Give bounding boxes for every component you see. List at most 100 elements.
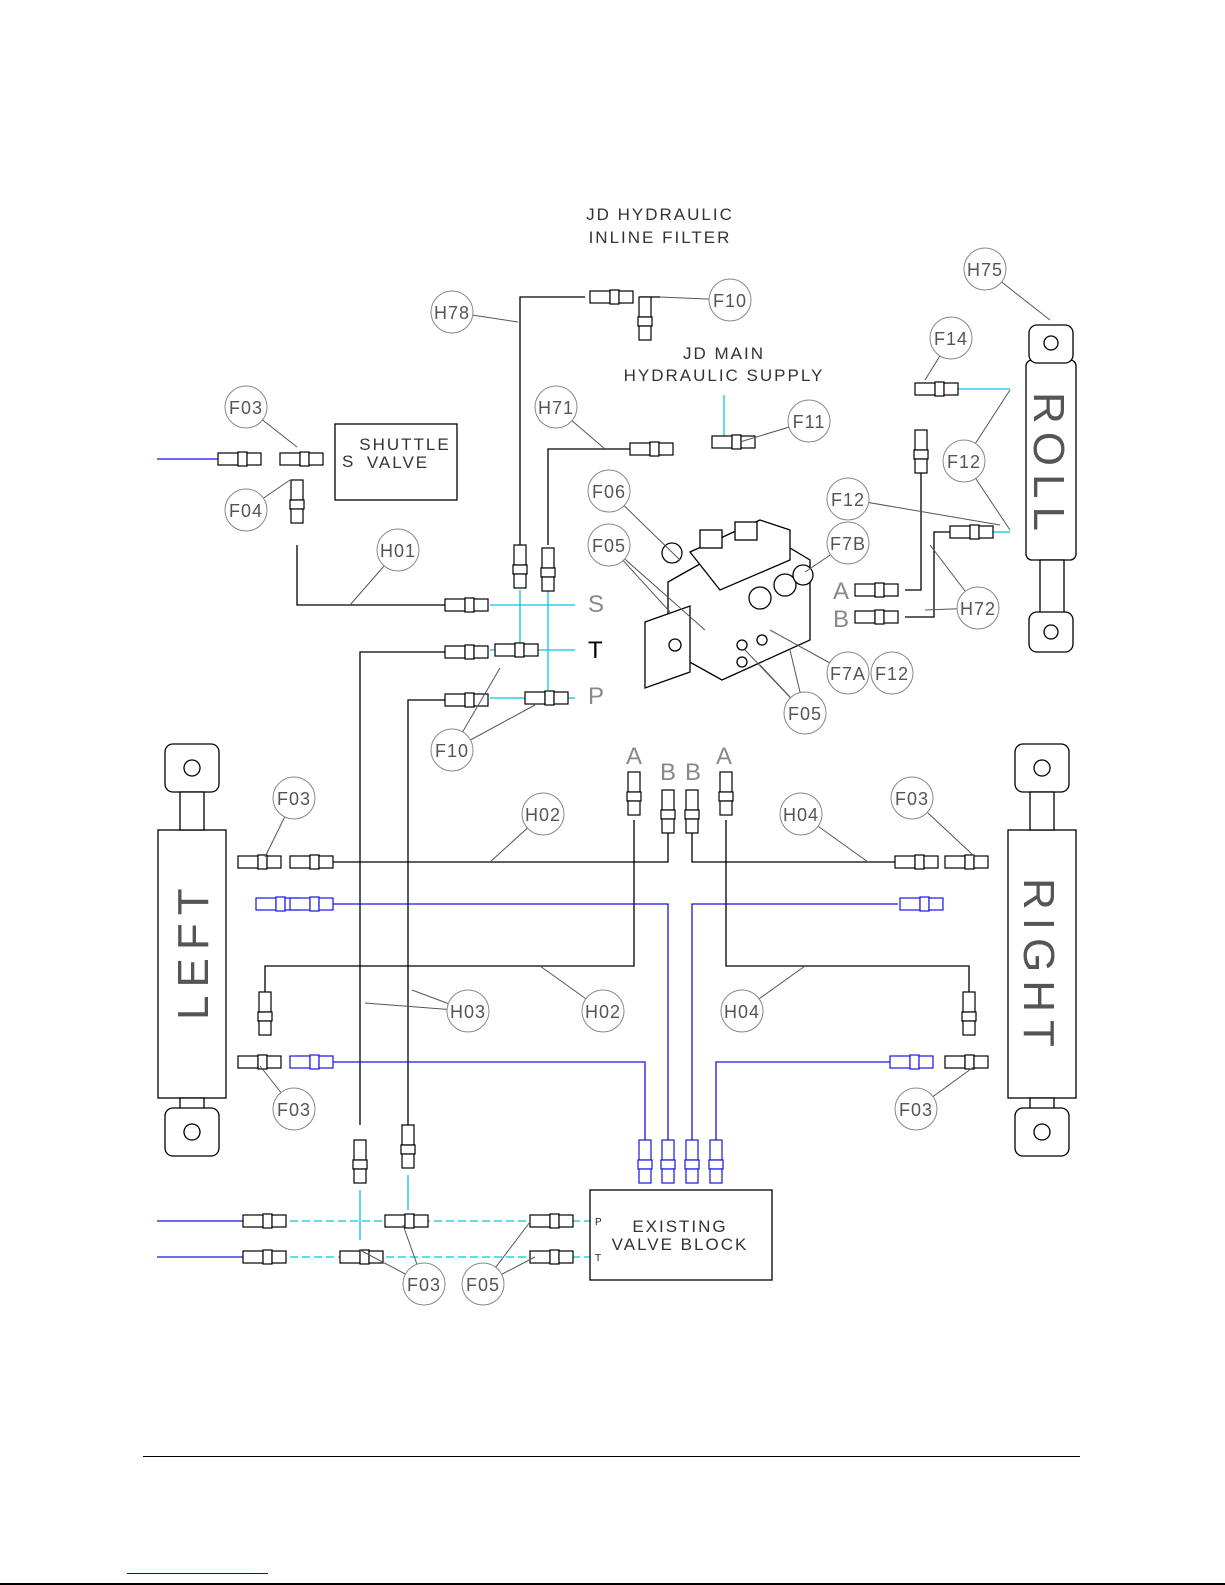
hose-fitting [255, 896, 300, 912]
callout-label: F7A [830, 664, 866, 684]
callout-f7b: F7B [826, 521, 870, 565]
hose-fitting [660, 789, 676, 834]
callout-h02: H02 [521, 792, 565, 836]
hose-fitting [529, 1249, 574, 1265]
callout-label: H03 [450, 1002, 486, 1022]
hose-fitting [854, 582, 899, 598]
valve-block-label-2: VALVE BLOCK [612, 1235, 749, 1254]
right-cylinder[interactable] [1007, 829, 1077, 1099]
port-t: T [588, 637, 603, 664]
hose-fitting [242, 1213, 287, 1229]
hose-fitting [237, 854, 282, 870]
hose-fitting [289, 854, 334, 870]
top-port-b2: B [685, 759, 701, 786]
callout-label: H02 [525, 805, 561, 825]
hose-fitting [289, 479, 305, 524]
text-labels: JD HYDRAULIC INLINE FILTER JD MAIN HYDRA… [169, 205, 1073, 1264]
hose-fitting [400, 1124, 416, 1169]
filter-label-1: JD HYDRAULIC [586, 205, 734, 224]
valve-block-port-p: P [595, 1217, 602, 1228]
roll-cylinder-label: ROLL [1024, 392, 1073, 539]
hose-fitting [961, 991, 977, 1036]
fittings [217, 289, 994, 1265]
callout-f03: F03 [272, 1087, 316, 1131]
callout-label: F04 [229, 501, 263, 521]
callout-h01: H01 [376, 528, 420, 572]
valve-block-label-1: EXISTING [632, 1217, 727, 1236]
callout-label: H75 [967, 260, 1003, 280]
callout-label: H02 [585, 1002, 621, 1022]
callout-h75: H75 [963, 247, 1007, 291]
hose-fitting [899, 896, 944, 912]
callout-f10: F10 [430, 728, 474, 772]
shuttle-valve[interactable] [334, 423, 458, 501]
shuttle-port-s: S [342, 452, 355, 471]
hose-fitting [494, 642, 539, 658]
hose-fitting [352, 1139, 368, 1184]
callout-f06: F06 [587, 469, 631, 513]
callout-label: H04 [783, 805, 819, 825]
callout-h03: H03 [446, 989, 490, 1033]
callout-h04: H04 [779, 792, 823, 836]
hose-fitting [279, 451, 324, 467]
callout-label: F05 [466, 1275, 500, 1295]
roll-port-a: A [833, 578, 849, 605]
callout-f12: F12 [942, 439, 986, 483]
callout-label: H04 [724, 1002, 760, 1022]
hose-fitting [914, 381, 959, 397]
callout-f05: F05 [461, 1262, 505, 1306]
left-cylinder-label: LEFT [169, 880, 218, 1020]
existing-valve-block[interactable] [589, 1189, 773, 1281]
valve-manifold[interactable] [644, 519, 814, 689]
shuttle-label-1: SHUTTLE [359, 435, 450, 454]
callout-label: F10 [713, 291, 747, 311]
callout-label: F12 [947, 452, 981, 472]
shuttle-label-2: VALVE [367, 453, 429, 472]
callout-f03: F03 [402, 1262, 446, 1306]
hose-fitting [637, 1139, 653, 1184]
callout-label: H01 [380, 541, 416, 561]
callout-h71: H71 [534, 385, 578, 429]
hose-fitting [718, 771, 734, 816]
callout-f03: F03 [890, 776, 934, 820]
hose-fitting [444, 644, 489, 660]
callout-label: F12 [831, 490, 865, 510]
hose-fitting [913, 429, 929, 474]
hose-fitting [708, 1139, 724, 1184]
callout-label: H72 [960, 599, 996, 619]
callout-label: F14 [934, 329, 968, 349]
callout-label: H71 [538, 398, 574, 418]
top-port-b1: B [660, 759, 676, 786]
components [157, 324, 1077, 1281]
callout-f12: F12 [870, 651, 914, 695]
callout-f05: F05 [783, 691, 827, 735]
right-cylinder-label: RIGHT [1014, 878, 1063, 1055]
callout-label: F03 [407, 1275, 441, 1295]
footer-link-underline[interactable] [127, 1573, 268, 1574]
callout-f14: F14 [929, 316, 973, 360]
callout-f03: F03 [894, 1087, 938, 1131]
callout-label: F05 [788, 704, 822, 724]
top-port-a1: A [626, 743, 642, 770]
hose-fitting [711, 434, 756, 450]
callout-label: F03 [229, 398, 263, 418]
hose-fitting [512, 544, 528, 589]
hose-fitting [289, 1054, 334, 1070]
callout-f10: F10 [708, 278, 752, 322]
callout-label: F03 [899, 1100, 933, 1120]
callout-label: F03 [277, 1100, 311, 1120]
callout-f7a: F7A [826, 651, 870, 695]
left-cylinder[interactable] [157, 829, 227, 1099]
hose-fitting [684, 789, 700, 834]
hose-fitting [289, 896, 334, 912]
callout-label: F12 [875, 664, 909, 684]
hose-fitting [339, 1249, 384, 1265]
hose-fitting [529, 1213, 574, 1229]
callout-f04: F04 [224, 488, 268, 532]
hose-fitting [524, 690, 569, 706]
footer-rule [143, 1456, 1080, 1457]
callout-label: F06 [592, 482, 626, 502]
